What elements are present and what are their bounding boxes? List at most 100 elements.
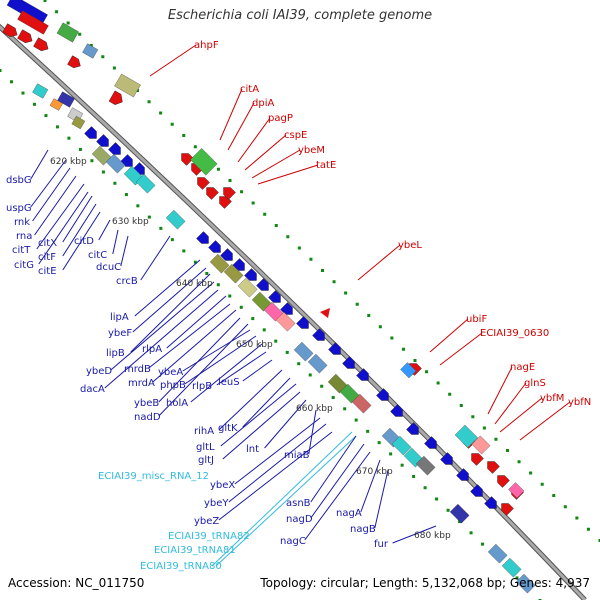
tick-dot bbox=[343, 407, 347, 411]
red-leader bbox=[519, 401, 571, 441]
tick-dot bbox=[147, 215, 151, 219]
tick-dot bbox=[471, 415, 475, 419]
kbp-tick-label: 680 kbp bbox=[414, 531, 451, 541]
gene-label-blue: ybeB bbox=[134, 398, 159, 409]
blue-leader bbox=[120, 235, 129, 267]
reverse-gene bbox=[67, 55, 81, 69]
feature-box bbox=[114, 73, 141, 98]
backbone-arc bbox=[0, 25, 587, 600]
tick-dot bbox=[412, 474, 416, 478]
blue-leader bbox=[264, 399, 307, 449]
reverse-gene bbox=[33, 37, 49, 52]
tick-dot bbox=[101, 170, 105, 174]
feature-box bbox=[449, 503, 470, 524]
forward-gene bbox=[256, 278, 269, 291]
gene-label-blue: nagB bbox=[350, 524, 376, 535]
feature-box bbox=[293, 341, 314, 362]
tick-dot bbox=[55, 125, 59, 129]
gene-label-red: ybfM bbox=[540, 393, 564, 404]
tick-dot bbox=[506, 449, 509, 452]
gene-label-blue: ybeF bbox=[108, 328, 132, 339]
tick-dot bbox=[423, 486, 427, 490]
red-leader bbox=[439, 332, 483, 366]
forward-gene bbox=[296, 316, 309, 329]
forward-gene bbox=[424, 436, 437, 449]
feature-box bbox=[391, 435, 412, 456]
tick-dot bbox=[239, 305, 243, 309]
tick-dot bbox=[540, 482, 544, 486]
blue-leader bbox=[98, 219, 111, 241]
tick-dot bbox=[331, 396, 335, 400]
gene-label-blue: citT bbox=[12, 245, 31, 256]
blue-leader bbox=[62, 211, 101, 271]
tick-dot bbox=[481, 542, 485, 546]
blue-leader bbox=[242, 359, 273, 382]
reverse-gene-block bbox=[17, 10, 49, 35]
blue-leader bbox=[310, 443, 365, 519]
red-leader bbox=[244, 134, 287, 171]
blue-leader bbox=[308, 409, 317, 455]
tick-dot bbox=[586, 527, 590, 531]
gene-label-red: ybeL bbox=[398, 240, 422, 251]
forward-gene bbox=[244, 268, 257, 281]
tick-dot bbox=[308, 373, 312, 377]
forward-gene bbox=[220, 248, 233, 261]
tick-dot bbox=[344, 291, 348, 295]
feature-box bbox=[56, 22, 79, 43]
gene-label-blue: nagA bbox=[336, 508, 362, 519]
forward-gene bbox=[108, 142, 121, 155]
feature-box bbox=[400, 362, 417, 379]
tick-dot bbox=[482, 426, 486, 430]
gene-label-red: nagE bbox=[510, 362, 535, 373]
tick-dot bbox=[401, 347, 405, 351]
blue-leader bbox=[158, 317, 241, 403]
tick-dot bbox=[44, 114, 48, 118]
reverse-gene bbox=[497, 475, 510, 488]
rna-leader bbox=[215, 435, 357, 567]
tick-dot bbox=[494, 437, 498, 441]
gene-label-red: ubiF bbox=[466, 314, 487, 325]
tick-dot bbox=[448, 392, 452, 396]
reverse-gene bbox=[471, 453, 484, 466]
tick-dot bbox=[367, 314, 371, 317]
red-leader bbox=[219, 88, 243, 141]
feature-box bbox=[275, 311, 296, 332]
tick-dot bbox=[240, 190, 244, 194]
gene-label-red: pagP bbox=[268, 113, 293, 124]
tick-dot bbox=[193, 145, 197, 149]
blue-leader bbox=[32, 167, 71, 222]
blue-leader bbox=[222, 391, 301, 460]
blue-leader bbox=[228, 423, 327, 503]
feature-box bbox=[471, 435, 491, 455]
tick-dot bbox=[529, 471, 533, 475]
feature-box bbox=[237, 277, 258, 298]
forward-gene bbox=[280, 302, 293, 315]
tick-dot bbox=[285, 350, 289, 354]
blue-leader bbox=[166, 295, 227, 349]
gene-label-red: ybfN bbox=[568, 397, 591, 408]
rna-label: ECIAI39_tRNA81 bbox=[154, 545, 236, 556]
tick-dot bbox=[321, 269, 324, 272]
tick-dot bbox=[251, 201, 255, 205]
tick-dot bbox=[216, 167, 220, 171]
tick-dot bbox=[182, 249, 186, 253]
red-leader bbox=[494, 382, 527, 425]
feature-box bbox=[209, 253, 230, 274]
tick-dot bbox=[563, 505, 567, 509]
blue-leader bbox=[30, 149, 49, 180]
blue-leader bbox=[360, 459, 381, 513]
blue-leader bbox=[184, 335, 257, 385]
gene-label-red: citA bbox=[240, 84, 259, 95]
blue-leader bbox=[310, 435, 357, 503]
feature-box bbox=[57, 91, 75, 108]
tick-dot bbox=[390, 336, 394, 340]
tick-dot bbox=[170, 238, 174, 242]
tick-dot bbox=[251, 317, 255, 321]
map-title: Escherichia coli IAI39, complete genome bbox=[167, 8, 433, 23]
tick-dot bbox=[413, 359, 417, 362]
tick-dot bbox=[515, 576, 519, 580]
gene-label-blue: lipA bbox=[110, 312, 129, 323]
tick-dot bbox=[193, 260, 197, 264]
gene-label-blue: ybeD bbox=[86, 366, 112, 377]
